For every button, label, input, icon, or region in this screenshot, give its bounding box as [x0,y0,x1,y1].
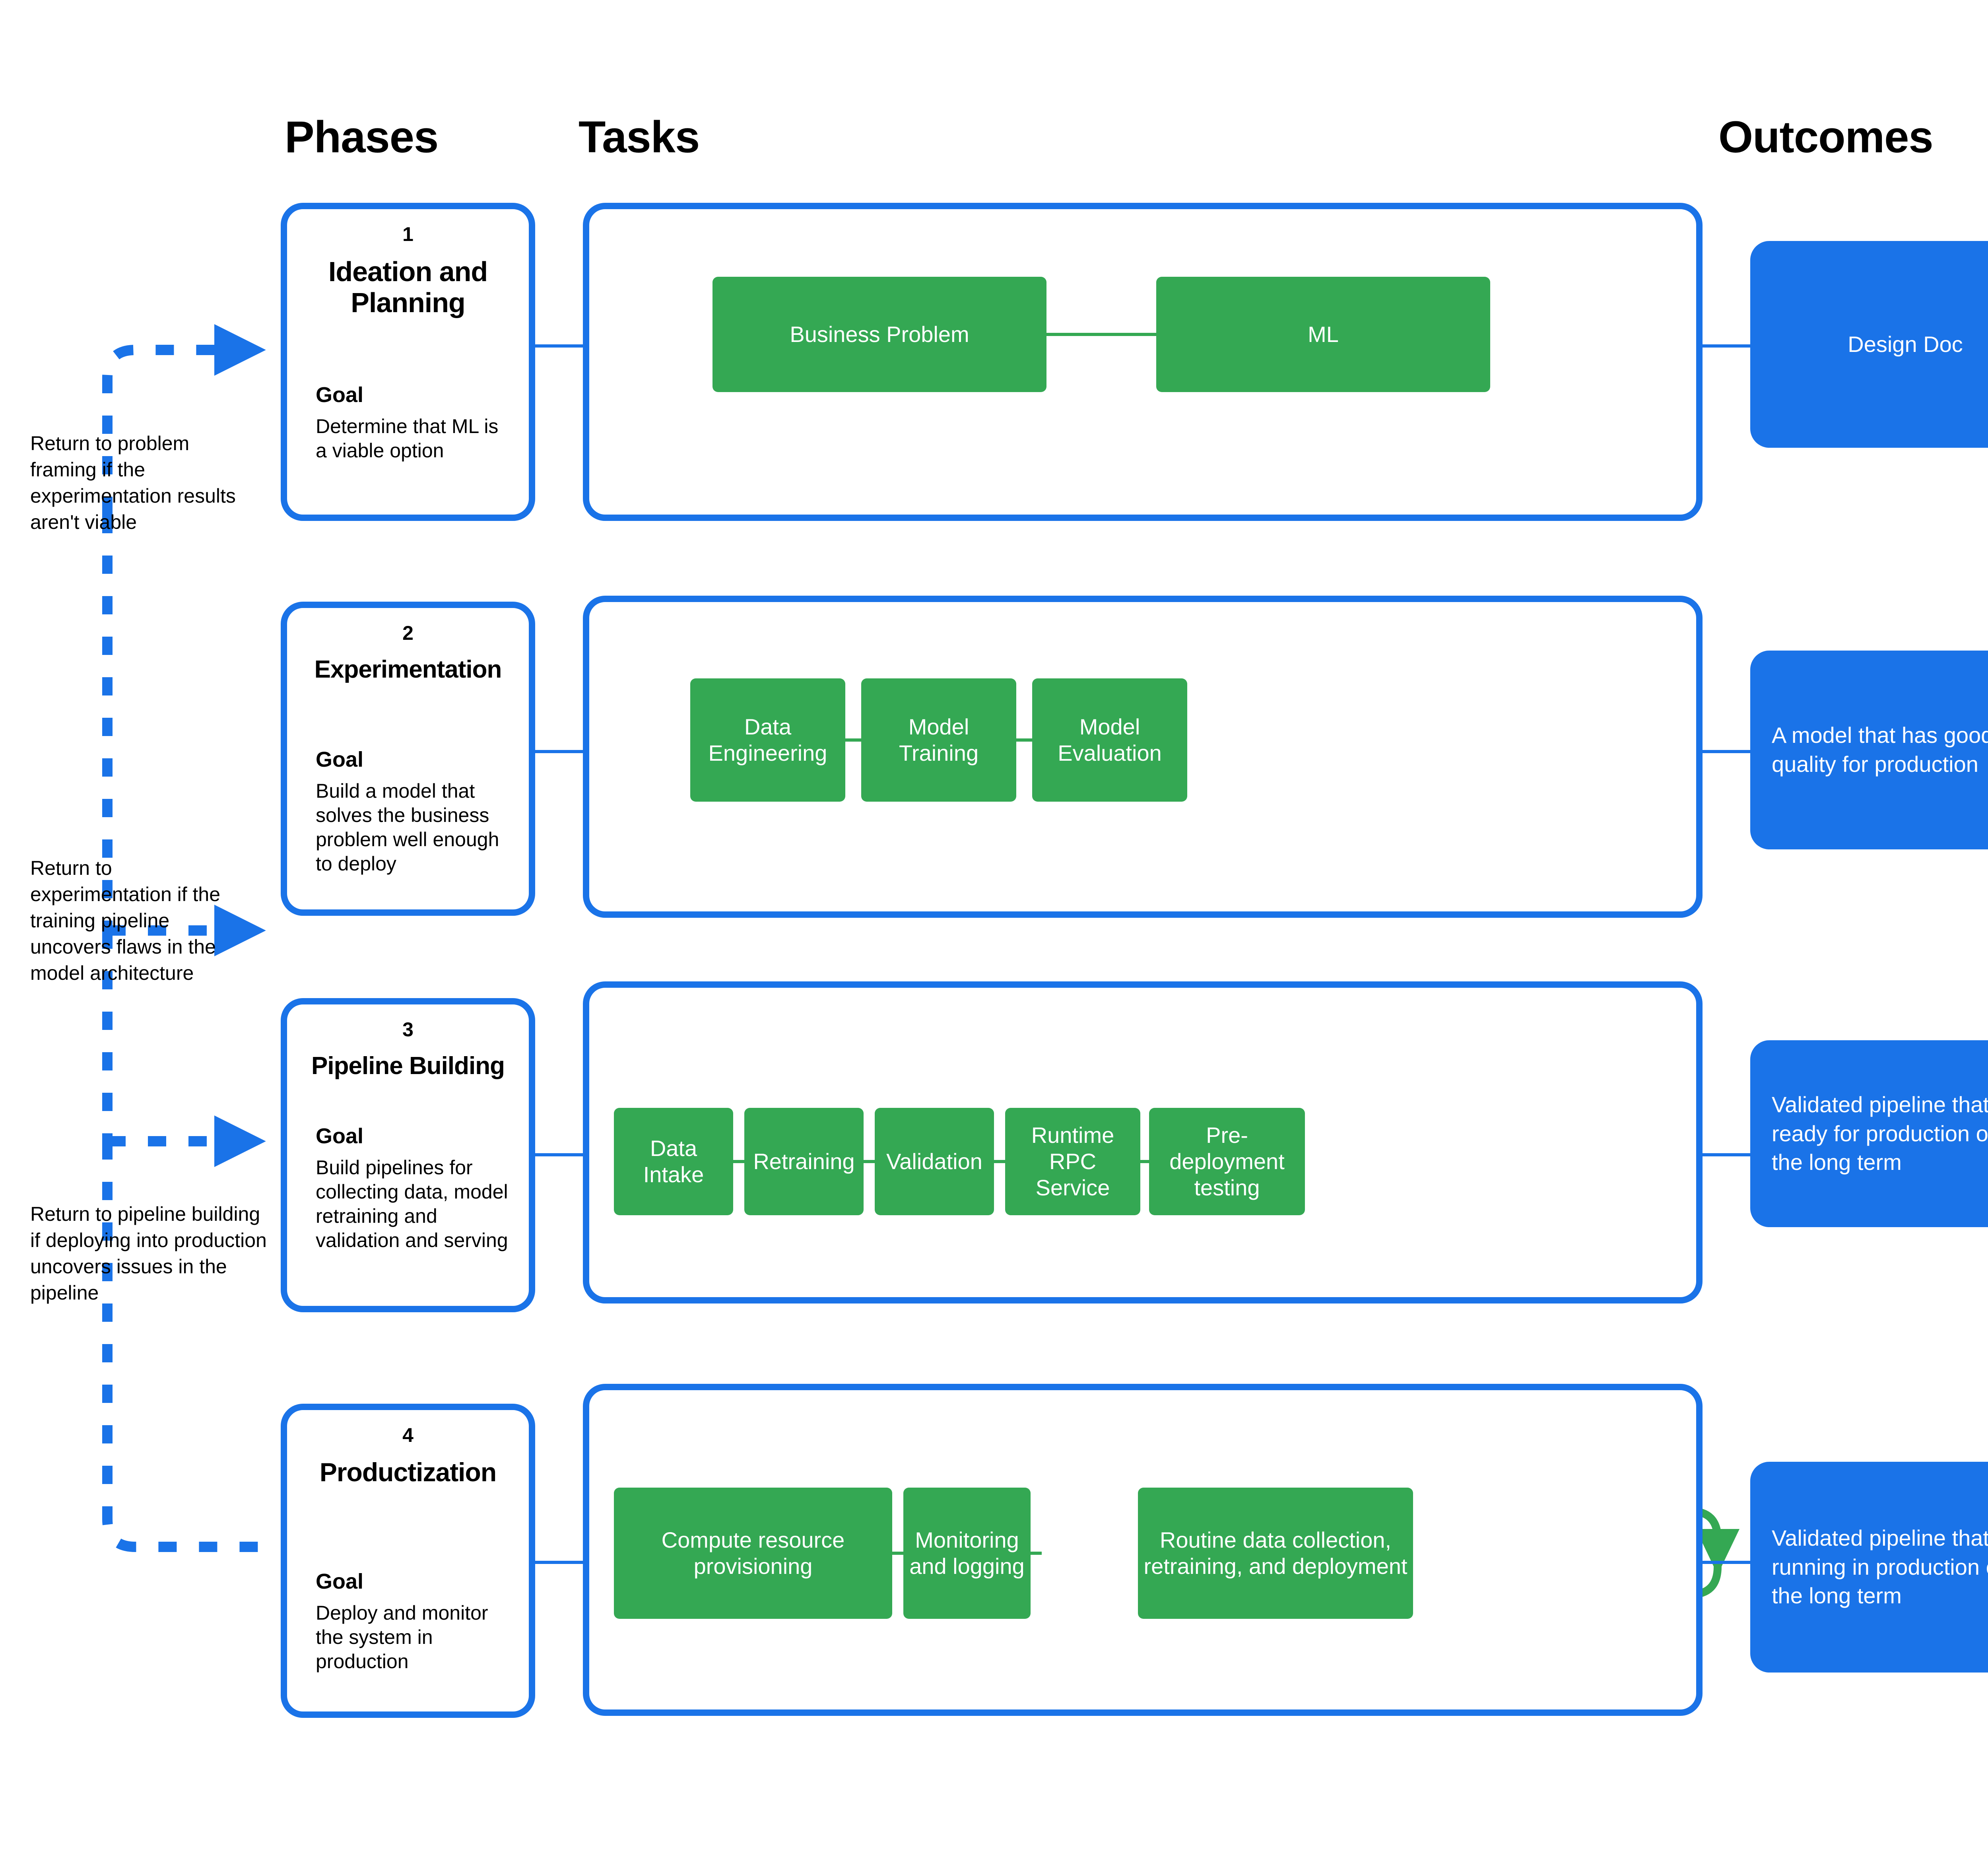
connector-task2-1-2 [845,738,861,742]
task-node-pre-deployment-testing[interactable]: Pre-deployment testing [1149,1108,1305,1215]
column-header-outcomes: Outcomes [1718,112,1934,162]
phase-goal-text-2: Build a model that solves the business p… [316,780,499,875]
task-node-routine-data-collection[interactable]: Routine data collection, retraining, and… [1138,1488,1413,1619]
outcome-box-1[interactable]: Design Doc [1750,241,1988,448]
connector-tasks3-outcome3 [1703,1153,1750,1156]
connector-phase1-tasks [535,344,583,348]
phase-goal-label-3: Goal [316,1124,364,1148]
column-header-tasks: Tasks [579,112,700,162]
phase-title-1: Ideation and Planning [328,256,488,319]
phase-goal-text-1: Determine that ML is a viable option [316,415,499,462]
phase-goal-label-1: Goal [316,383,364,407]
task-node-validation[interactable]: Validation [875,1108,994,1215]
connector-tasks1-outcome1 [1703,344,1750,348]
connector-tasks2-outcome2 [1703,750,1750,753]
connector-task2-2-3 [1016,738,1032,742]
phase-title-3: Pipeline Building [311,1052,505,1080]
task-node-retraining[interactable]: Retraining [744,1108,864,1215]
tasks-container-2: Data Engineering Model Training Model Ev… [583,596,1703,918]
feedback-note-pipeline-building: Return to pipeline building if deploying… [30,1203,267,1304]
phase-card-1[interactable]: 1 Ideation and Planning Goal Determine t… [281,203,535,521]
feedback-note-problem-framing: Return to problem framing if the experim… [30,432,236,533]
feedback-note-experimentation: Return to experimentation if the trainin… [30,857,221,984]
task-node-monitoring-and-logging[interactable]: Monitoring and logging [903,1488,1031,1619]
task-node-ml[interactable]: ML [1156,277,1490,392]
task-node-model-training[interactable]: Model Training [861,678,1016,802]
phase-card-2[interactable]: 2 Experimentation Goal Build a model tha… [281,602,535,916]
phase-number-2: 2 [402,622,414,644]
phase-title-2: Experimentation [314,656,502,683]
feedback-trunk-left [102,515,278,1552]
connector-tasks4-outcome4 [1703,1561,1750,1564]
phase-goal-text-3: Build pipelines for collecting data, mod… [316,1156,508,1251]
phase-number-3: 3 [402,1018,414,1041]
task-node-data-engineering[interactable]: Data Engineering [690,678,845,802]
connector-task-1-2 [1046,333,1156,336]
phase-card-3[interactable]: 3 Pipeline Building Goal Build pipelines… [281,998,535,1312]
connector-task4-2-3 [1031,1552,1042,1555]
phase-goal-label-4: Goal [316,1570,364,1593]
connector-phase2-tasks [535,750,583,753]
connector-task3-1-2 [733,1160,744,1163]
task-node-business-problem[interactable]: Business Problem [712,277,1046,392]
column-header-phases: Phases [285,112,439,162]
phase-title-4: Productization [319,1457,497,1487]
connector-phase4-tasks [535,1561,583,1564]
connector-phase3-tasks [535,1153,583,1156]
phase-card-4[interactable]: 4 Productization Goal Deploy and monitor… [281,1404,535,1718]
task-node-runtime-rpc-service[interactable]: Runtime RPC Service [1005,1108,1140,1215]
tasks-container-1: Business Problem ML [583,203,1703,521]
phase-number-4: 4 [402,1424,414,1446]
tasks-container-3: Data Intake Retraining Validation Runtim… [583,981,1703,1303]
connector-task4-1-2 [892,1552,903,1555]
task-node-data-intake[interactable]: Data Intake [614,1108,733,1215]
tasks-container-4: Compute resource provisioning Monitoring… [583,1384,1703,1716]
task-node-model-evaluation[interactable]: Model Evaluation [1032,678,1187,802]
outcome-box-3[interactable]: Validated pipeline that's ready for prod… [1750,1040,1988,1227]
connector-task3-3-4 [994,1160,1005,1163]
phase-goal-label-2: Goal [316,748,364,771]
phase-goal-text-4: Deploy and monitor the system in product… [316,1602,488,1673]
outcome-box-4[interactable]: Validated pipeline that's running in pro… [1750,1462,1988,1673]
connector-task3-2-3 [864,1160,875,1163]
phase-number-1: 1 [402,223,414,245]
connector-task3-4-5 [1140,1160,1149,1163]
outcome-box-2[interactable]: A model that has good quality for produc… [1750,651,1988,849]
task-node-compute-resource-provisioning[interactable]: Compute resource provisioning [614,1488,892,1619]
